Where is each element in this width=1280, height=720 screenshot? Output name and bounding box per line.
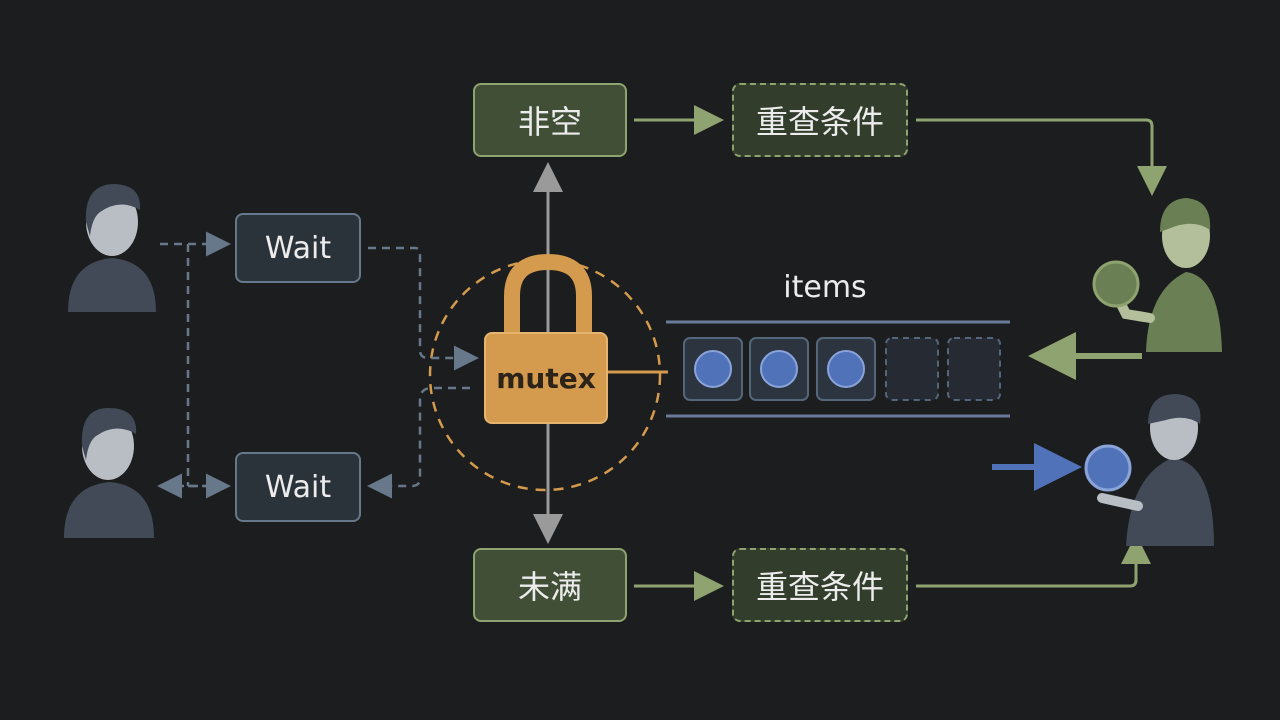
waiter-connectors [157,231,479,499]
lock-shackle [504,253,592,336]
queue-item [827,350,865,388]
recheck-label: 重查条件 [755,103,884,141]
wait-label: Wait [264,469,332,505]
wait-label: Wait [264,230,332,266]
queue-item [760,350,798,388]
waiting-person-top-icon [68,184,156,312]
condition-not-full-box: 未满 [473,548,627,622]
recheck-box-bottom: 重查条件 [732,548,908,622]
waiting-person-bottom-icon [64,408,154,538]
condition-not-empty-box: 非空 [473,83,627,157]
queue-label: items [783,270,867,305]
recheck-to-producer-arrow [916,534,1151,588]
queue-slot-empty [885,337,939,401]
wait-box-bottom: Wait [235,452,361,522]
lock-label: mutex [496,361,596,395]
recheck-label: 重查条件 [755,568,884,606]
queue-slot [816,337,876,401]
recheck-box-top: 重查条件 [732,83,908,157]
queue-slot [683,337,743,401]
queue-slot-empty [947,337,1001,401]
wait-box-top: Wait [235,213,361,283]
condition-label: 非空 [517,103,582,141]
mutex-lock-icon: mutex [484,332,608,424]
consumer-person-icon [1092,198,1222,352]
producer-person-icon [1084,394,1214,546]
queue-item [694,350,732,388]
condition-label: 未满 [517,568,582,606]
recheck-to-consumer-arrow [916,118,1167,196]
queue-slot [749,337,809,401]
